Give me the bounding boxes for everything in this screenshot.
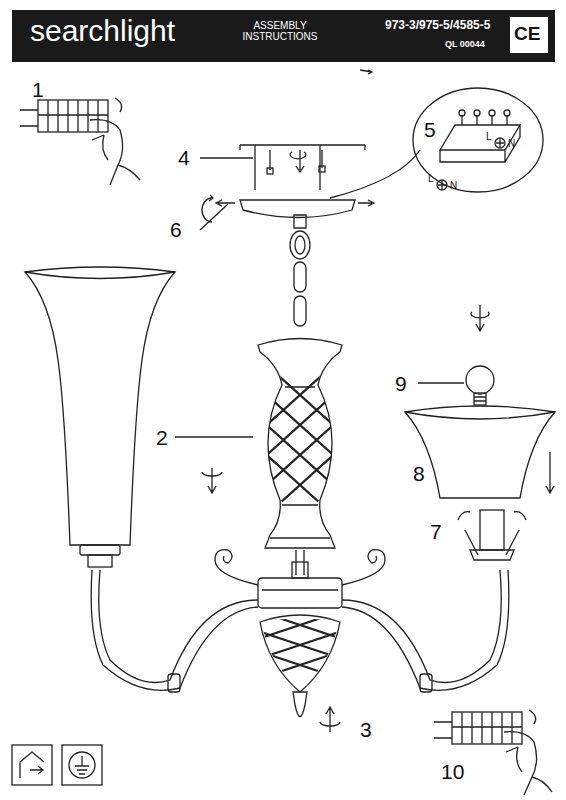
ce-mark: CE bbox=[514, 24, 540, 45]
callout-number: 7 bbox=[430, 520, 442, 543]
callout-number: 4 bbox=[178, 146, 190, 169]
terminal-label: N bbox=[450, 180, 457, 191]
terminal-label: L bbox=[486, 131, 492, 142]
terminal-label: L bbox=[428, 173, 434, 184]
callout-number: 10 bbox=[441, 760, 464, 783]
callout-number: 2 bbox=[156, 426, 168, 449]
callout-number: 8 bbox=[413, 462, 425, 485]
document-title: ASSEMBLY INSTRUCTIONS bbox=[236, 20, 324, 42]
callout-number: 9 bbox=[395, 372, 407, 395]
terminal-label: N bbox=[508, 138, 515, 149]
document-code: QL 00044 bbox=[445, 40, 485, 50]
callout-number: 5 bbox=[424, 118, 436, 141]
callout-number: 6 bbox=[170, 218, 182, 241]
callout-number: 3 bbox=[360, 718, 372, 741]
callout-number: 1 bbox=[32, 78, 44, 101]
brand-logo: searchlight bbox=[30, 14, 175, 47]
model-number: 973-3/975-5/4585-5 bbox=[385, 19, 490, 32]
